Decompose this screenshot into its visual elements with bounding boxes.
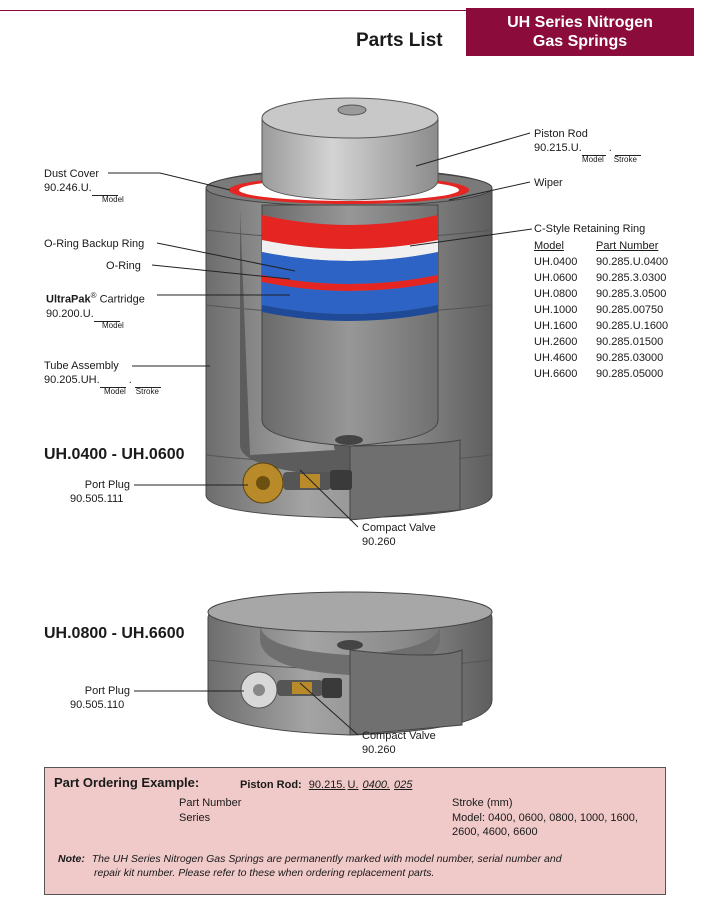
page-title: Parts List	[356, 30, 443, 51]
upper-spring-drawing	[205, 97, 493, 521]
ordering-example-box	[44, 767, 666, 895]
large-port-plug-label: Port Plug	[84, 685, 130, 697]
small-models-heading: UH.0400 - UH.0600	[44, 446, 185, 463]
ordering-stroke: Stroke (mm)	[452, 797, 513, 809]
ordering-code: Piston Rod: 90.215.U.0400.025	[240, 779, 413, 791]
header-rule	[0, 10, 466, 11]
large-models-heading: UH.0800 - UH.6600	[44, 625, 185, 642]
small-port-plug-label: Port Plug	[84, 479, 130, 491]
dust-cover-label: Dust Cover 90.246.U. Model	[44, 168, 124, 204]
series-banner: UH Series Nitrogen Gas Springs	[466, 8, 694, 56]
ordering-note: Note: The UH Series Nitrogen Gas Springs…	[58, 853, 562, 879]
large-valve-label: Compact Valve 90.260	[362, 730, 436, 756]
ordering-part-number: Part Number	[179, 797, 242, 809]
cartridge-label: UltraPak® Cartridge 90.200.U. Model	[46, 291, 145, 330]
large-port-plug-code: 90.505.110	[70, 699, 125, 711]
leader-lines	[108, 132, 533, 736]
lower-spring-drawing	[207, 591, 493, 736]
c-style-label: C-Style Retaining Ring	[534, 223, 646, 235]
oring-label: O-Ring	[106, 260, 141, 272]
ordering-model-list: Model: 0400, 0600, 0800, 1000, 1600, 260…	[452, 812, 638, 838]
small-valve-label: Compact Valve 90.260	[362, 522, 436, 548]
series-line-1: UH Series Nitrogen	[507, 14, 653, 31]
small-port-plug-code: 90.505.111	[70, 493, 124, 505]
oring-backup-label: O-Ring Backup Ring	[44, 238, 145, 250]
series-line-2: Gas Springs	[532, 33, 628, 50]
wiper-label: Wiper	[534, 177, 563, 189]
ordering-title: Part Ordering Example:	[54, 775, 200, 790]
ordering-series: Series	[179, 812, 211, 824]
